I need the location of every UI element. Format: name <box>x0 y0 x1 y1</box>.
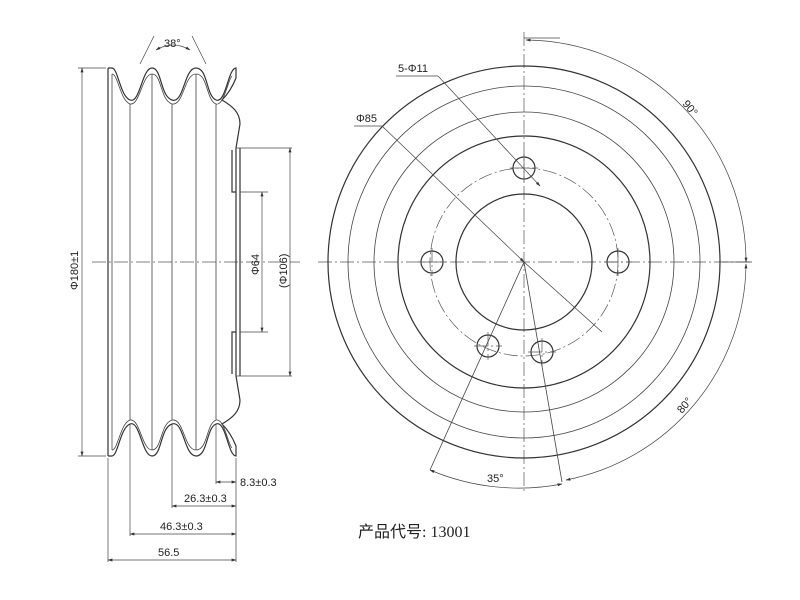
angle-leg-1 <box>139 35 155 65</box>
dim-overall-diameter: Φ180±1 <box>69 251 81 290</box>
radial-line-c <box>429 261 525 471</box>
product-code-caption: 产品代号:13001 <box>358 518 470 542</box>
product-code-value: 13001 <box>430 524 471 541</box>
arc-80 <box>565 263 748 481</box>
bottom-groove-profile <box>108 375 241 457</box>
dim-offset-2: 26.3±0.3 <box>184 493 227 505</box>
side-view: 38° Φ180±1 Φ64 (Φ106) 8.3±0.3 26.3±0.3 4… <box>69 35 300 562</box>
dim-angle-90: 90° <box>680 98 700 118</box>
dim-bolt-circle: Φ85 <box>356 113 377 125</box>
hole-crossmarks <box>418 154 632 366</box>
dim-bolt-holes: 5-Φ11 <box>398 63 428 75</box>
dim-ref-diameter: (Φ106) <box>278 254 290 288</box>
radial-line-b <box>523 261 563 483</box>
arc-90 <box>525 38 748 263</box>
angle-leg-2 <box>191 35 207 65</box>
dim-offset-1: 8.3±0.3 <box>240 477 277 489</box>
bolt-holes <box>418 154 632 366</box>
dim-groove-angle: 38° <box>164 38 181 50</box>
leader-phi85 <box>381 125 525 263</box>
dim-pilot-diameter: Φ64 <box>250 254 262 275</box>
dim-overall-width: 56.5 <box>158 547 179 559</box>
dim-angle-80: 80° <box>675 395 695 415</box>
product-code-label: 产品代号: <box>358 524 427 541</box>
leader-5phi11 <box>437 75 541 187</box>
radial-line-a <box>523 261 603 333</box>
dim-angle-35: 35° <box>487 473 504 485</box>
top-groove-profile <box>108 67 241 149</box>
front-view: 5-Φ11 Φ85 90° 80° 35° <box>318 32 752 492</box>
arc-35 <box>429 469 563 489</box>
dim-offset-3: 46.3±0.3 <box>160 521 203 533</box>
angle-arc-38 <box>155 44 191 51</box>
hub-web <box>231 148 241 376</box>
